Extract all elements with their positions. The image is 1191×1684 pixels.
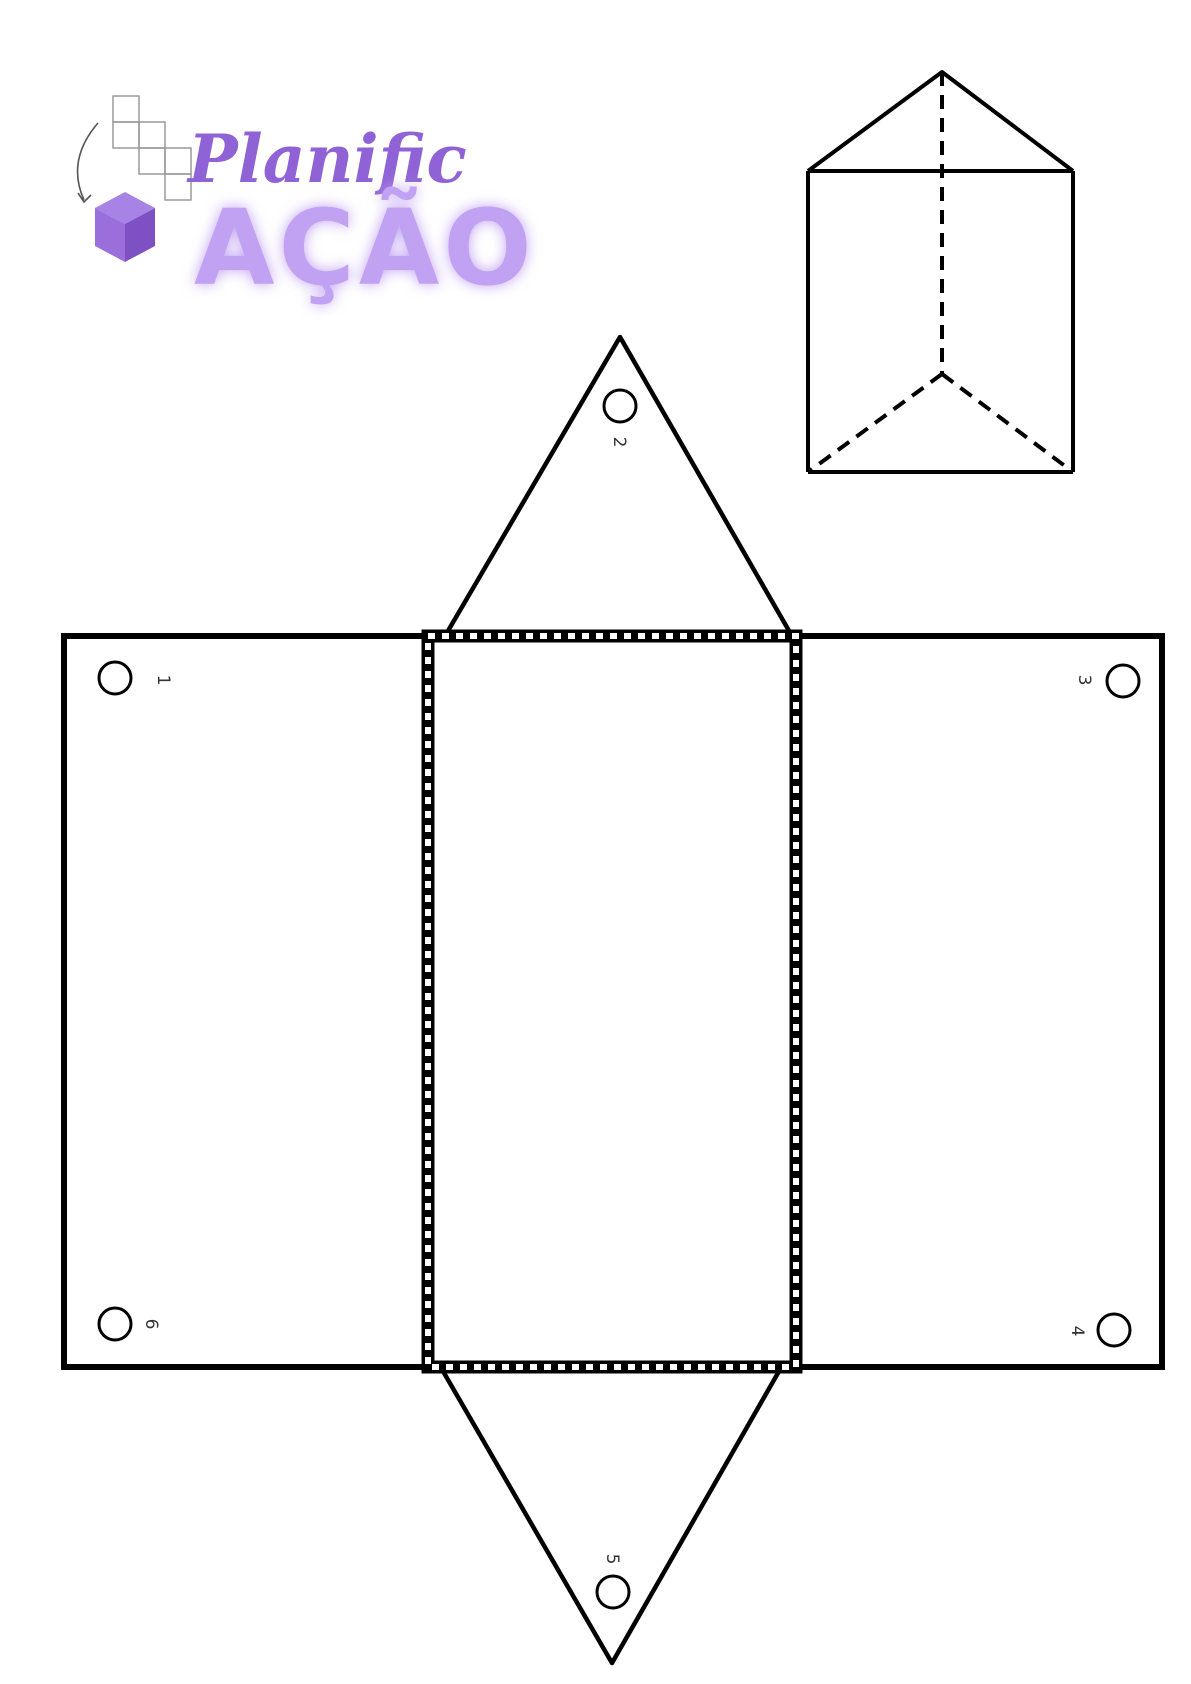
marker-5-circle bbox=[595, 1574, 631, 1610]
prism-net: 1 2 3 4 5 6 bbox=[61, 334, 1165, 1666]
marker-5-label: 5 bbox=[602, 1554, 622, 1565]
marker-4-label: 4 bbox=[1067, 1326, 1087, 1337]
curved-arrow-icon bbox=[76, 122, 99, 204]
marker-2-circle bbox=[602, 388, 638, 424]
marker-2-label: 2 bbox=[609, 437, 629, 448]
net-left-face bbox=[61, 633, 428, 1370]
net-right-face bbox=[796, 633, 1165, 1370]
marker-4-circle bbox=[1096, 1312, 1132, 1348]
marker-3-circle bbox=[1105, 663, 1141, 699]
logo-title-top: Planific bbox=[186, 120, 467, 198]
cube-right-face bbox=[125, 208, 155, 262]
cube-icon bbox=[95, 192, 155, 262]
marker-3-label: 3 bbox=[1074, 675, 1094, 686]
marker-1-circle bbox=[97, 660, 133, 696]
grid-net-icon bbox=[112, 95, 192, 201]
marker-6-label: 6 bbox=[141, 1319, 161, 1330]
logo-title-bottom: AÇÃO bbox=[194, 187, 536, 309]
marker-6-circle bbox=[97, 1306, 133, 1342]
triangular-prism-icon bbox=[806, 70, 1075, 474]
marker-1-label: 1 bbox=[153, 675, 173, 686]
net-bottom-triangle bbox=[438, 1364, 784, 1666]
net-top-triangle bbox=[443, 334, 794, 638]
cube-left-face bbox=[95, 208, 125, 262]
logo: Planific AÇÃO bbox=[76, 95, 536, 309]
net-center-face bbox=[421, 629, 803, 1374]
